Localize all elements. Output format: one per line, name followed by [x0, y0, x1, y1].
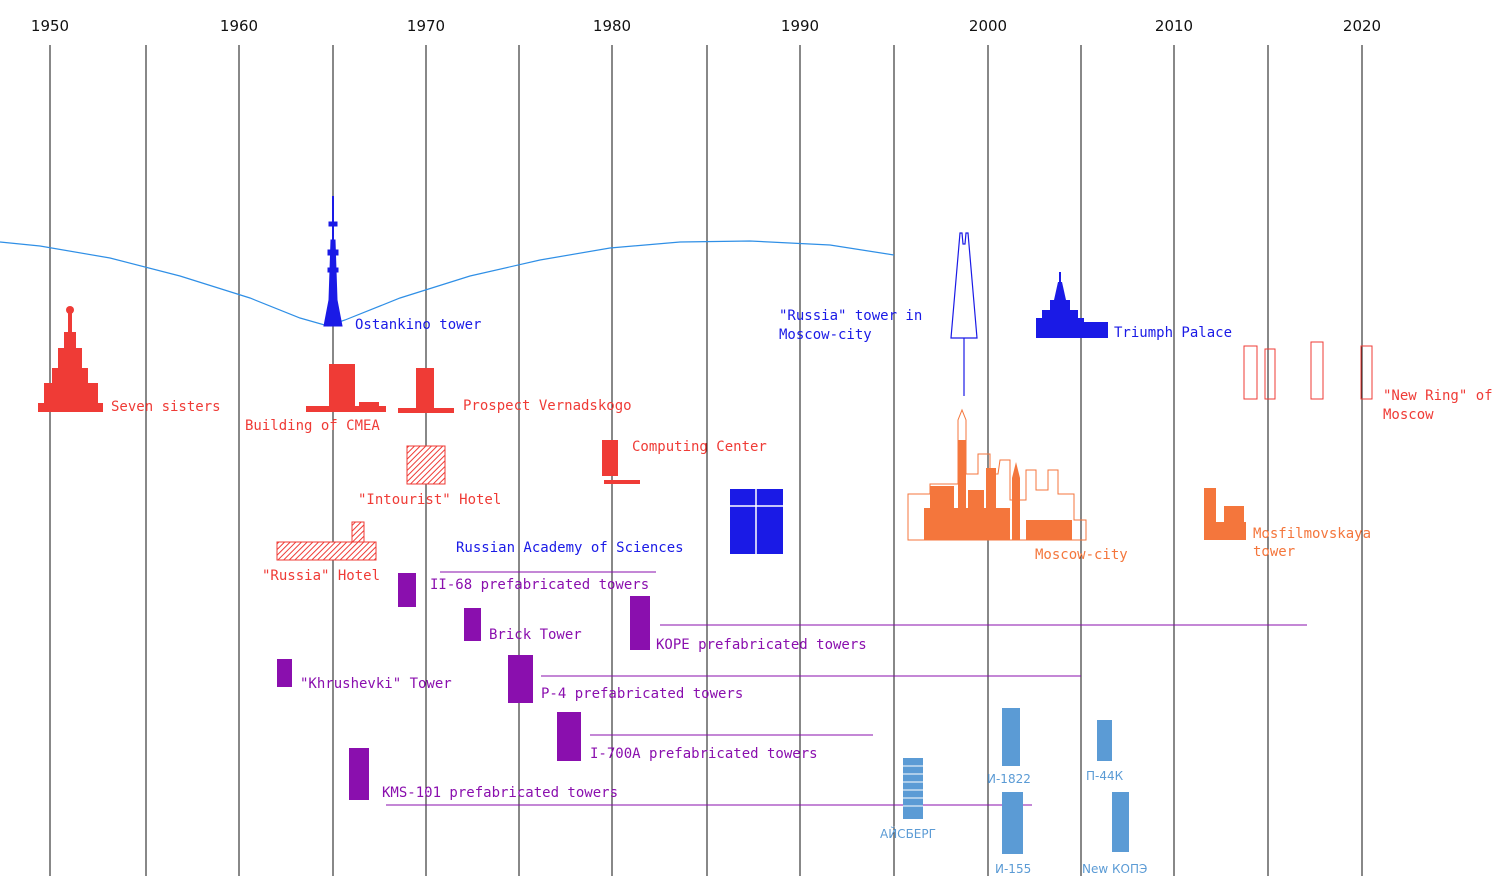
khrushevki-tower-icon [277, 659, 292, 687]
cmea-building-icon [306, 364, 386, 412]
year-label: 1950 [31, 17, 69, 35]
label-i155: И-155 [995, 862, 1031, 876]
new-ring-icon [1243, 341, 1373, 400]
label-russia-hotel: "Russia" Hotel [262, 568, 380, 584]
label-mosfilmovskaya-2: tower [1253, 544, 1295, 560]
year-label: 2010 [1155, 17, 1193, 35]
label-moscow-city: Moscow-city [1035, 547, 1128, 563]
label-ii68: II-68 prefabricated towers [430, 577, 649, 593]
label-p4: P-4 prefabricated towers [541, 686, 743, 702]
kope-tower-icon [630, 596, 650, 650]
label-new-ring: "New Ring" of [1383, 388, 1493, 404]
triumph-palace-icon [1036, 272, 1108, 338]
intourist-hotel-icon [406, 445, 446, 485]
label-cmea: Building of CMEA [245, 418, 380, 434]
label-computing: Computing Center [632, 439, 767, 455]
label-vernadskogo: Prospect Vernadskogo [463, 398, 632, 414]
i1822-tower-icon [1002, 708, 1020, 766]
i700a-tower-icon [557, 712, 581, 761]
label-brick: Brick Tower [489, 627, 582, 643]
height-curve [0, 240, 895, 327]
russia-hotel-icon [276, 521, 377, 561]
year-labels: 1950 1960 1970 1980 1990 2000 2010 2020 [31, 17, 1381, 35]
ii68-tower-icon [398, 573, 416, 607]
mosfilmovskaya-tower-icon [1204, 488, 1246, 540]
kms101-tower-icon [349, 748, 369, 800]
year-label: 2000 [969, 17, 1007, 35]
label-i1822: И-1822 [987, 772, 1031, 786]
moscow-city-skyline-icon [907, 408, 1087, 541]
label-academy: Russian Academy of Sciences [456, 540, 684, 556]
label-russia-tower-2: Moscow-city [779, 327, 872, 343]
p44k-tower-icon [1097, 720, 1112, 761]
label-kms101: KMS-101 prefabricated towers [382, 785, 618, 801]
label-russia-tower: "Russia" tower in [779, 308, 922, 324]
new-kope-tower-icon [1112, 792, 1129, 852]
year-label: 1970 [407, 17, 445, 35]
p4-tower-icon [508, 655, 533, 703]
label-p44k: П-44К [1086, 769, 1124, 783]
label-seven-sisters: Seven sisters [111, 399, 221, 415]
computing-center-icon [602, 440, 640, 484]
label-new-kope: New КОПЭ [1082, 862, 1147, 876]
label-aisberg: АЙСБЕРГ [880, 826, 936, 841]
label-ostankino: Ostankino tower [355, 317, 481, 333]
aisberg-tower-icon [903, 758, 923, 819]
brick-tower-icon [464, 608, 481, 641]
year-label: 2020 [1343, 17, 1381, 35]
year-label: 1960 [220, 17, 258, 35]
year-label: 1980 [593, 17, 631, 35]
label-kope: KOPE prefabricated towers [656, 637, 867, 653]
label-new-ring-2: Moscow [1383, 407, 1434, 423]
vernadskogo-building-icon [398, 368, 454, 413]
ostankino-tower-icon [323, 196, 343, 327]
seven-sisters-icon [38, 306, 103, 412]
label-mosfilmovskaya: Mosfilmovskaya [1253, 526, 1371, 542]
russia-tower-icon [950, 232, 978, 396]
label-intourist: "Intourist" Hotel [358, 492, 501, 508]
i155-tower-icon [1002, 792, 1023, 854]
label-khrushevki: "Khrushevki" Tower [300, 676, 452, 692]
label-i700a: I-700A prefabricated towers [590, 746, 818, 762]
label-triumph: Triumph Palace [1114, 325, 1232, 341]
academy-building-icon [730, 489, 783, 554]
year-label: 1990 [781, 17, 819, 35]
